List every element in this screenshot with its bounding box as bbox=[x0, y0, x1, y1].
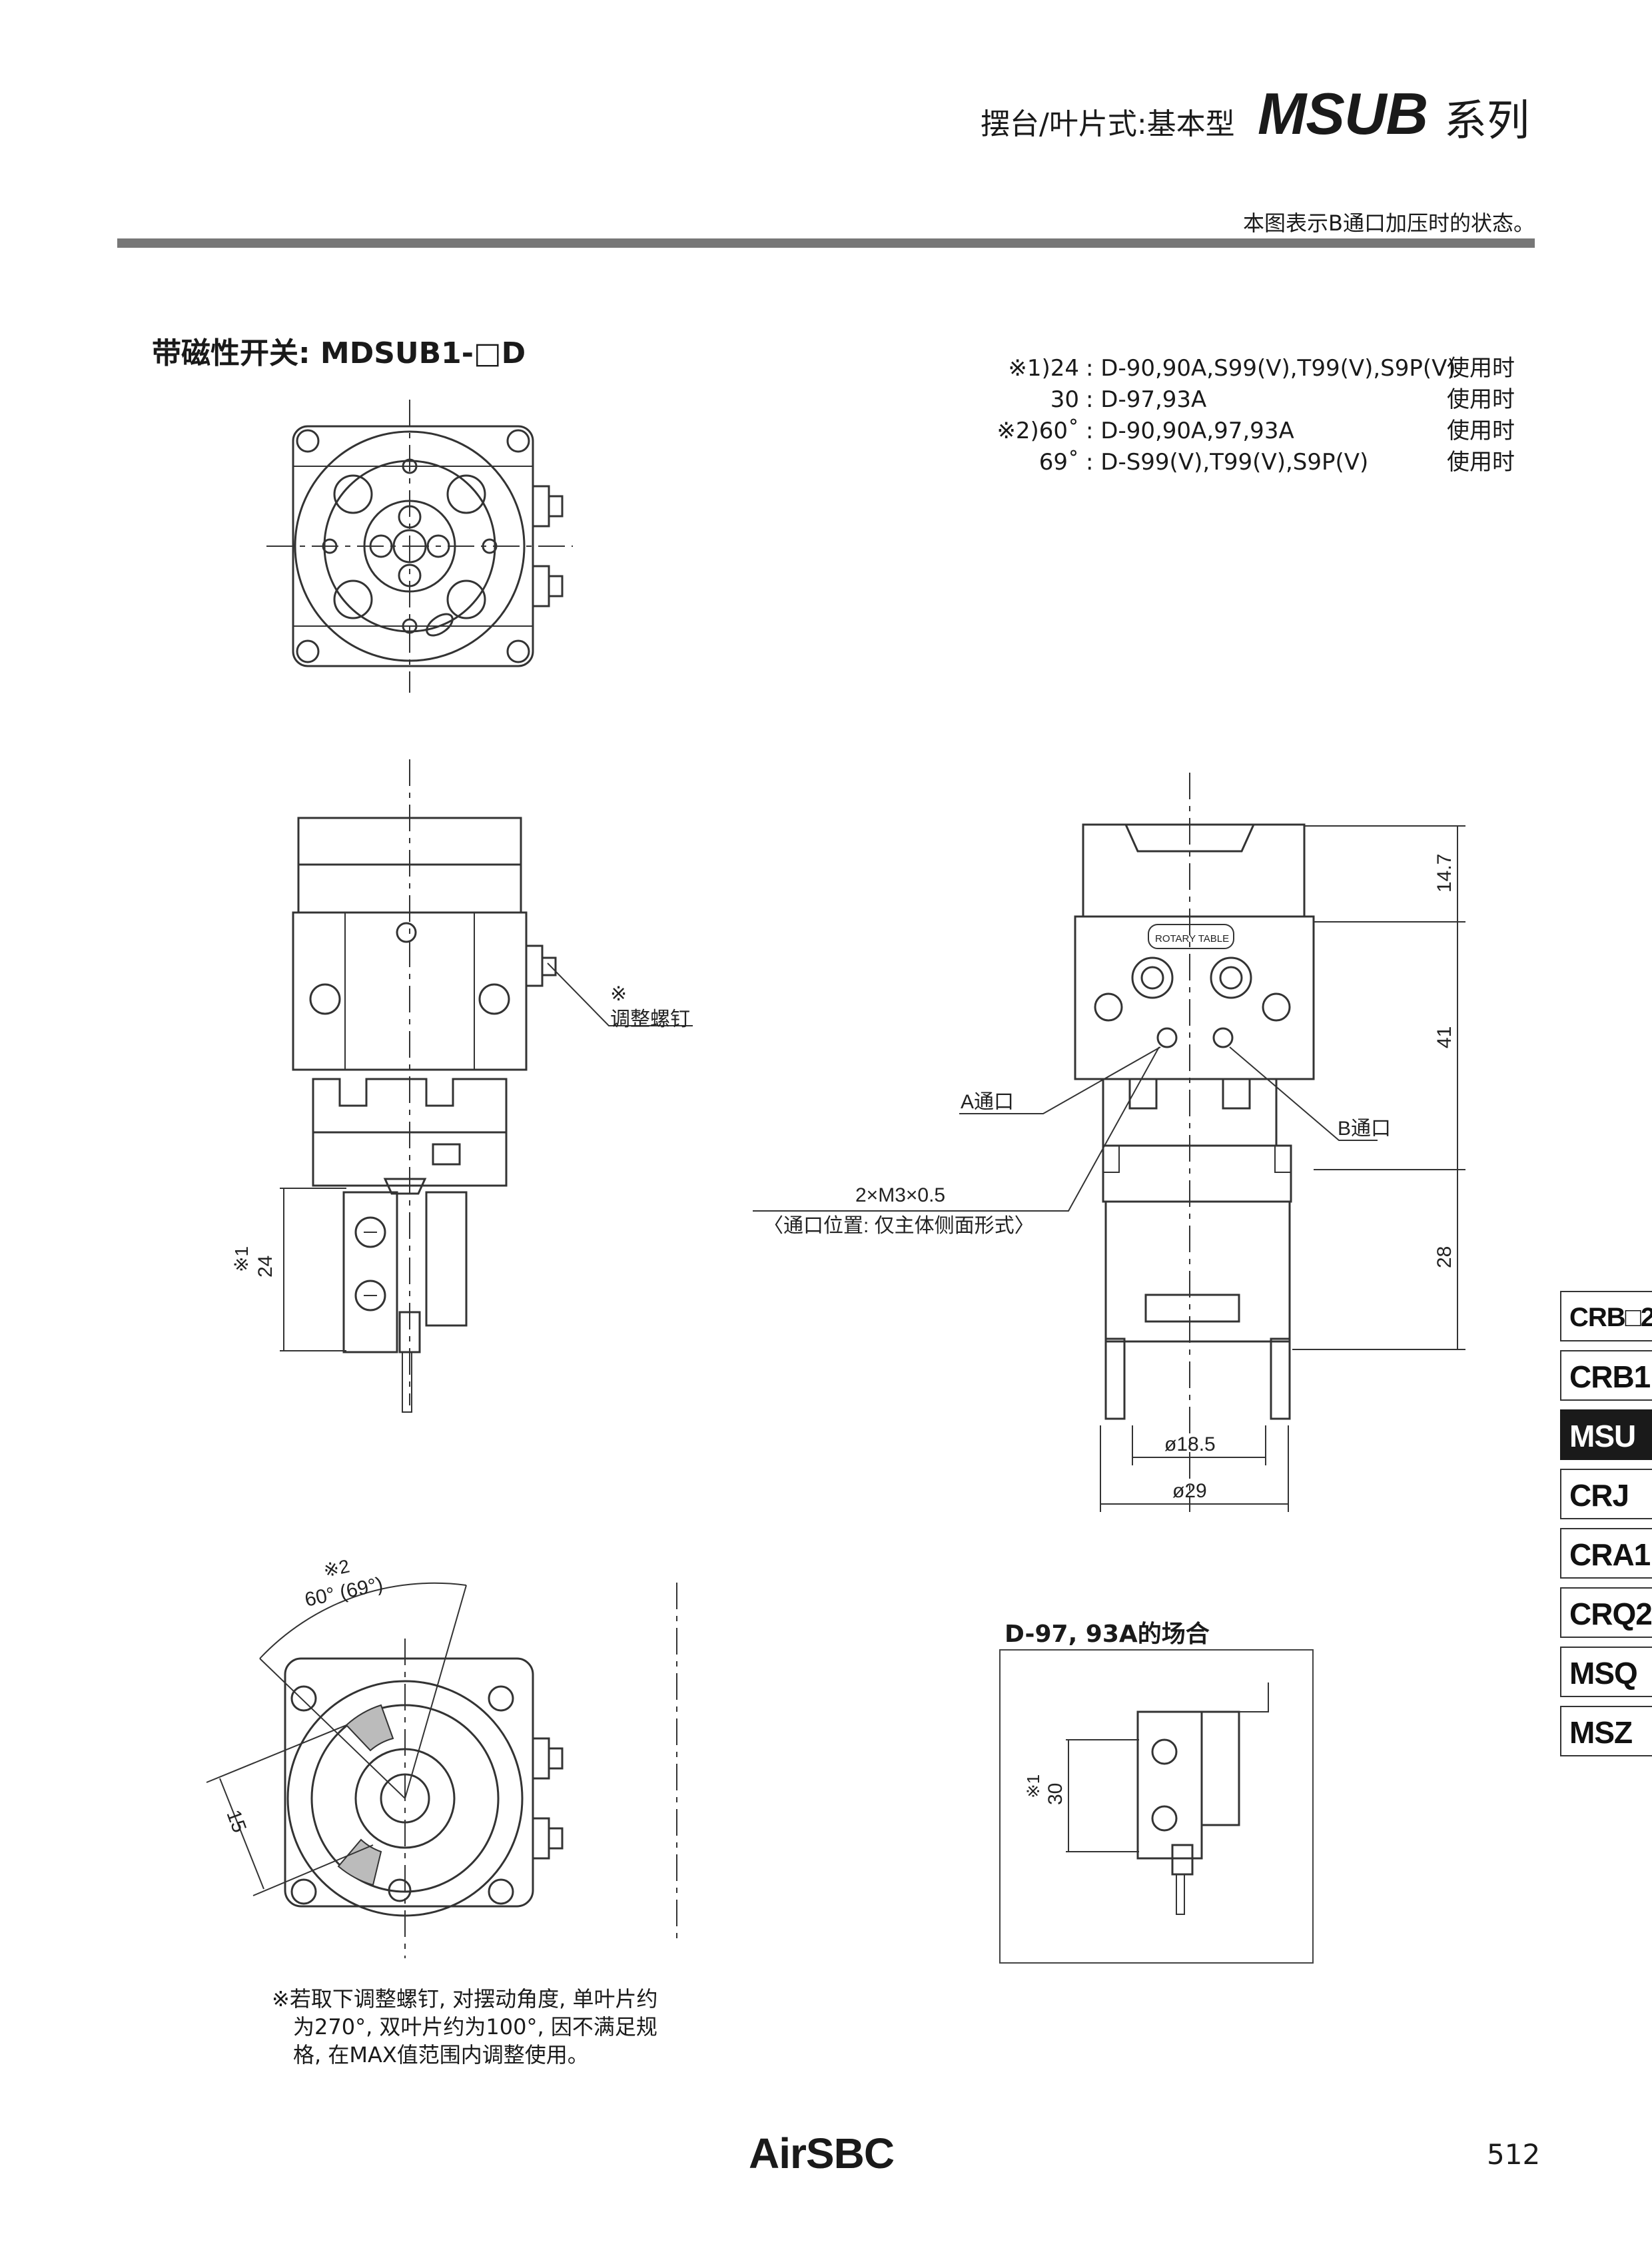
side-view bbox=[280, 759, 693, 1413]
port-a-label: A通口 bbox=[961, 1091, 1014, 1113]
dim-14-7: 14.7 bbox=[1434, 854, 1455, 893]
dim-d29: ø29 bbox=[1172, 1480, 1207, 1502]
header-series: 系列 bbox=[1444, 97, 1529, 146]
inset-title: D-97, 93A的场合 bbox=[1005, 1621, 1210, 1648]
note-value: : D-97,93A bbox=[1086, 386, 1207, 413]
note-use: 使用时 bbox=[1447, 418, 1515, 444]
dim-28: 28 bbox=[1434, 1246, 1455, 1268]
note-value: : D-90,90A,S99(V),T99(V),S9P(V) bbox=[1086, 355, 1456, 382]
inset-drawing bbox=[1066, 1682, 1269, 1915]
footnote-line: 格, 在MAX值范围内调整使用。 bbox=[293, 2042, 589, 2067]
tab-msz[interactable]: MSZ bbox=[1560, 1706, 1652, 1756]
section-title: 带磁性开关: MDSUB1-□D bbox=[152, 336, 526, 370]
dim-41: 41 bbox=[1434, 1026, 1455, 1048]
tab-msu[interactable]: MSU bbox=[1560, 1409, 1652, 1460]
inset-dim-value: 30 bbox=[1044, 1783, 1066, 1805]
front-view bbox=[753, 773, 1465, 1512]
note-row: 30 : D-97,93A 使用时 bbox=[946, 384, 1532, 416]
tab-crb2[interactable]: CRB□2 bbox=[1560, 1291, 1652, 1341]
note-use: 使用时 bbox=[1447, 386, 1515, 413]
adjust-screw-mark: ※ bbox=[610, 983, 627, 1005]
top-view bbox=[266, 400, 573, 693]
bottom-view bbox=[206, 1582, 677, 1958]
port-thread-label: 2×M3×0.5 bbox=[855, 1184, 945, 1206]
dim-d18-5: ø18.5 bbox=[1164, 1433, 1216, 1455]
note-row: ※2)60˚ : D-90,90A,97,93A 使用时 bbox=[946, 416, 1532, 447]
tab-cra1[interactable]: CRA1 bbox=[1560, 1528, 1652, 1579]
footnote-line: ※若取下调整螺钉, 对摆动角度, 单叶片约 bbox=[272, 1986, 658, 2012]
note-mark: 69˚ bbox=[1038, 449, 1079, 476]
dim-15: 15 bbox=[222, 1807, 250, 1836]
note-value: : D-90,90A,97,93A bbox=[1086, 418, 1294, 444]
note-value: : D-S99(V),T99(V),S9P(V) bbox=[1086, 449, 1369, 476]
note-mark: ※2)60˚ bbox=[997, 418, 1079, 444]
header-rule bbox=[117, 238, 1535, 248]
header-model: MSUB bbox=[1258, 81, 1428, 147]
nameplate-label: ROTARY TABLE bbox=[1155, 933, 1229, 944]
note-use: 使用时 bbox=[1447, 355, 1515, 382]
side-dim-value: 24 bbox=[254, 1256, 276, 1278]
notes-table: ※1)24: D-90,90A,S99(V),T99(V),S9P(V)使用时 … bbox=[946, 353, 1532, 478]
footnote: ※若取下调整螺钉, 对摆动角度, 单叶片约 为270°, 双叶片约为100°, … bbox=[272, 1985, 658, 2069]
note-use: 使用时 bbox=[1447, 449, 1515, 476]
angle-label: 60° (69°) bbox=[303, 1573, 385, 1611]
note-row: ※1)24 : D-90,90A,S99(V),T99(V),S9P(V)使用时 bbox=[946, 353, 1532, 384]
note-mark: 30 bbox=[1050, 386, 1079, 413]
brand-logo: AirSBC bbox=[749, 2129, 895, 2177]
inset-dim-mark: ※1 bbox=[1023, 1774, 1043, 1798]
angle-mark: ※2 bbox=[322, 1555, 352, 1581]
adjust-screw-label: 调整螺钉 bbox=[610, 1008, 690, 1030]
side-dim-mark: ※1 bbox=[231, 1246, 252, 1272]
page-number: 512 bbox=[1487, 2138, 1541, 2171]
tab-msq[interactable]: MSQ bbox=[1560, 1647, 1652, 1697]
series-tabs: CRB□2 CRB1 MSU CRJ CRA1 CRQ2 MSQ MSZ bbox=[1560, 1291, 1652, 1765]
tab-crb1[interactable]: CRB1 bbox=[1560, 1350, 1652, 1401]
header-note: 本图表示B通口加压时的状态。 bbox=[1243, 210, 1535, 236]
port-b-label: B通口 bbox=[1338, 1118, 1391, 1140]
note-row: 69˚ : D-S99(V),T99(V),S9P(V) 使用时 bbox=[946, 447, 1532, 478]
header-subtitle: 摆台/叶片式:基本型 bbox=[981, 107, 1235, 141]
port-position-label: 〈通口位置: 仅主体侧面形式〉 bbox=[763, 1215, 1034, 1237]
note-mark: ※1)24 bbox=[1008, 355, 1079, 382]
tab-crj[interactable]: CRJ bbox=[1560, 1469, 1652, 1519]
footnote-line: 为270°, 双叶片约为100°, 因不满足规 bbox=[293, 2014, 657, 2040]
inset-frame bbox=[999, 1649, 1314, 1964]
tab-crq2[interactable]: CRQ2 bbox=[1560, 1587, 1652, 1638]
